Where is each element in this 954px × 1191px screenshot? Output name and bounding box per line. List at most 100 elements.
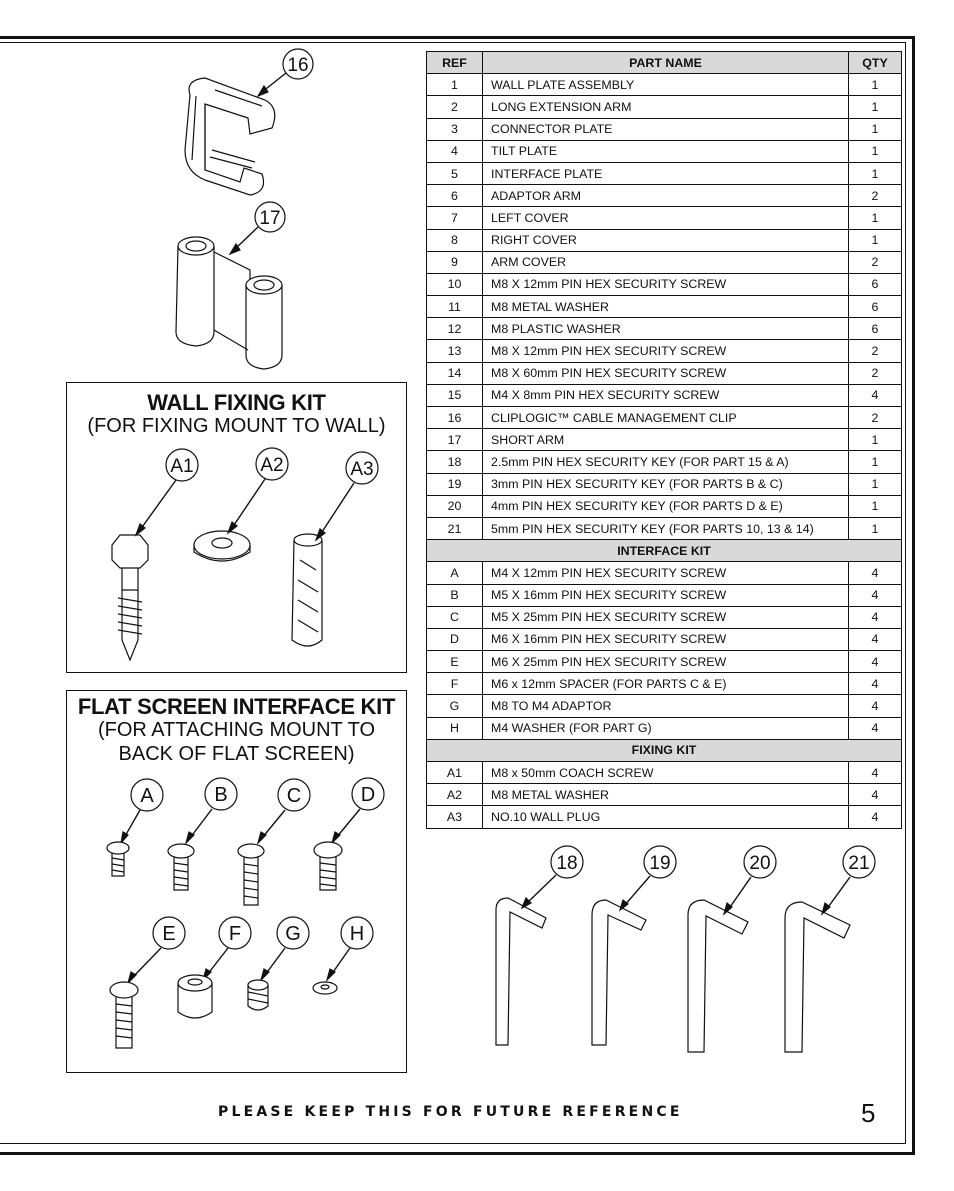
metal-washer-illustration bbox=[193, 530, 251, 562]
table-header: REF PART NAME QTY bbox=[426, 50, 902, 75]
cell-name: M5 X 25mm PIN HEX SECURITY SCREW bbox=[482, 605, 849, 629]
cell-ref: 11 bbox=[426, 295, 483, 319]
cell-ref: 6 bbox=[426, 184, 483, 208]
cell-qty: 2 bbox=[848, 184, 902, 208]
cell-ref: A2 bbox=[426, 783, 483, 807]
cell-name: ADAPTOR ARM bbox=[482, 184, 849, 208]
cell-qty: 4 bbox=[848, 694, 902, 718]
cell-name: SHORT ARM bbox=[482, 428, 849, 452]
cell-ref: 21 bbox=[426, 516, 483, 541]
cell-ref: A1 bbox=[426, 760, 483, 785]
cell-name: M6 X 16mm PIN HEX SECURITY SCREW bbox=[482, 627, 849, 652]
cell-ref: 13 bbox=[426, 339, 483, 363]
cell-ref: 12 bbox=[426, 317, 483, 341]
cell-name: M8 TO M4 ADAPTOR bbox=[482, 694, 849, 718]
callout-A3: A3 bbox=[350, 459, 373, 480]
wall-kit-title: WALL FIXING KIT bbox=[147, 390, 326, 415]
cell-qty: 1 bbox=[848, 428, 902, 452]
cell-ref: 18 bbox=[426, 450, 483, 474]
cell-name: M8 METAL WASHER bbox=[482, 295, 849, 319]
cell-name: M6 X 25mm PIN HEX SECURITY SCREW bbox=[482, 650, 849, 674]
cell-ref: 19 bbox=[426, 472, 483, 496]
cell-qty: 4 bbox=[848, 805, 902, 829]
cell-qty: 4 bbox=[848, 383, 902, 408]
cell-qty: 4 bbox=[848, 760, 902, 785]
part-name-header: PART NAME bbox=[482, 50, 849, 75]
wall-fixing-kit-box bbox=[66, 382, 407, 673]
wall-kit-callouts: A1 A2 A3 bbox=[134, 447, 379, 542]
cell-qty: 1 bbox=[848, 450, 902, 474]
cell-name: LONG EXTENSION ARM bbox=[482, 95, 849, 119]
cell-qty: 1 bbox=[848, 117, 902, 141]
cell-qty: 6 bbox=[848, 295, 902, 319]
page-frame-inner bbox=[0, 42, 906, 1144]
cell-qty: 4 bbox=[848, 783, 902, 807]
cell-name: M8 x 50mm COACH SCREW bbox=[482, 760, 849, 785]
cell-ref: 9 bbox=[426, 250, 483, 274]
cell-name: M8 X 12mm PIN HEX SECURITY SCREW bbox=[482, 272, 849, 297]
key-callouts: 18 19 20 21 bbox=[520, 845, 876, 916]
fixing-kit-section: FIXING KIT bbox=[426, 738, 902, 763]
cell-ref: B bbox=[426, 583, 483, 607]
cell-name: RIGHT COVER bbox=[482, 228, 849, 252]
cell-name: WALL PLATE ASSEMBLY bbox=[482, 73, 849, 97]
callout-H: H bbox=[350, 923, 364, 945]
cell-qty: 1 bbox=[848, 472, 902, 496]
cell-qty: 4 bbox=[848, 605, 902, 629]
cell-name: CLIPLOGIC™ CABLE MANAGEMENT CLIP bbox=[482, 405, 849, 430]
cell-name: ARM COVER bbox=[482, 250, 849, 274]
hex-keys-illustration bbox=[495, 897, 851, 1053]
cell-ref: 7 bbox=[426, 206, 483, 230]
cell-name: 4mm PIN HEX SECURITY KEY (FOR PARTS D & … bbox=[482, 494, 849, 518]
cell-name: M4 X 12mm PIN HEX SECURITY SCREW bbox=[482, 561, 849, 585]
cell-name: LEFT COVER bbox=[482, 206, 849, 230]
cell-ref: A3 bbox=[426, 805, 483, 829]
cell-name: NO.10 WALL PLUG bbox=[482, 805, 849, 829]
cell-ref: 2 bbox=[426, 95, 483, 119]
callout-G: G bbox=[285, 923, 301, 945]
cell-qty: 2 bbox=[848, 339, 902, 363]
callout-D: D bbox=[361, 784, 375, 806]
cell-qty: 1 bbox=[848, 206, 902, 230]
cell-name: M8 METAL WASHER bbox=[482, 783, 849, 807]
cell-name: M4 X 8mm PIN HEX SECURITY SCREW bbox=[482, 383, 849, 408]
cell-name: M5 X 16mm PIN HEX SECURITY SCREW bbox=[482, 583, 849, 607]
callout-20: 20 bbox=[749, 853, 770, 874]
cell-ref: C bbox=[426, 605, 483, 629]
cell-qty: 6 bbox=[848, 317, 902, 341]
cell-qty: 1 bbox=[848, 516, 902, 541]
callout-A2: A2 bbox=[260, 455, 283, 476]
cell-ref: F bbox=[426, 672, 483, 696]
callout-E: E bbox=[162, 923, 175, 945]
cell-name: INTERFACE PLATE bbox=[482, 161, 849, 186]
callout-16: 16 bbox=[287, 55, 308, 76]
ref-header: REF bbox=[426, 50, 483, 75]
cell-qty: 4 bbox=[848, 716, 902, 740]
cell-ref: 3 bbox=[426, 117, 483, 141]
cell-name: 2.5mm PIN HEX SECURITY KEY (FOR PART 15 … bbox=[482, 450, 849, 474]
callout-18: 18 bbox=[556, 853, 577, 874]
cell-qty: 4 bbox=[848, 561, 902, 585]
interface-kit-section-label: INTERFACE KIT bbox=[426, 539, 902, 563]
short-arm-illustration bbox=[175, 236, 283, 370]
interface-kit-subtitle-1: (FOR ATTACHING MOUNT TO bbox=[97, 719, 376, 741]
